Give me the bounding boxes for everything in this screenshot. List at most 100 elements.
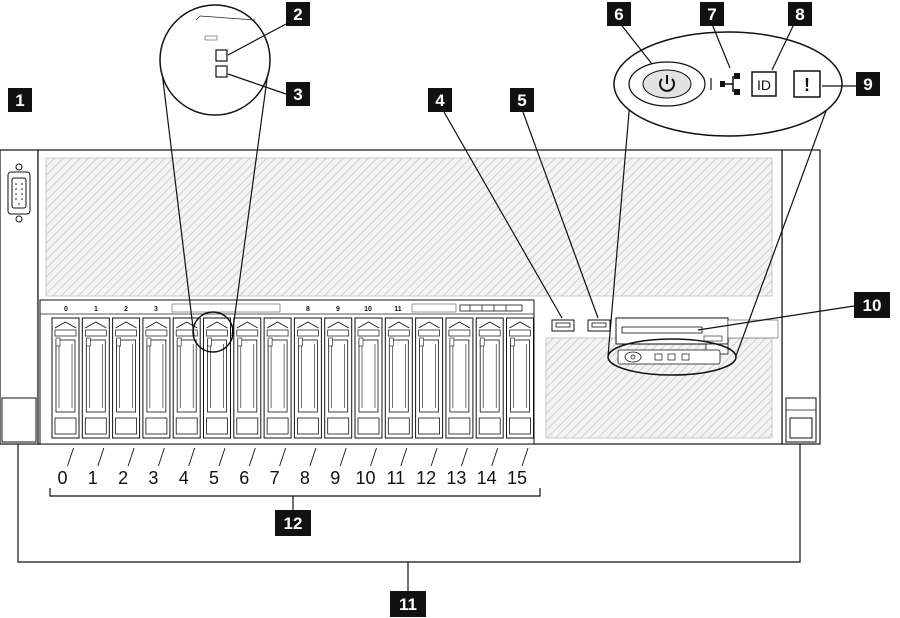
- drive-bay[interactable]: [81, 317, 110, 439]
- bay-leader-line: [460, 447, 468, 467]
- usb-port-right[interactable]: [587, 319, 611, 332]
- backplane-label: 10: [364, 306, 372, 313]
- drive-bay[interactable]: [384, 317, 413, 439]
- drive-bay[interactable]: [51, 317, 80, 439]
- bay-number-label: 1: [88, 468, 98, 488]
- bay-leader-line: [400, 447, 408, 467]
- bay-number-label: 13: [446, 468, 466, 488]
- callout-7: 7: [700, 2, 724, 26]
- callout-9-label: 9: [863, 75, 872, 94]
- system-error-led: !: [793, 70, 821, 98]
- callout-3: 3: [286, 82, 310, 106]
- bay-number-label: 0: [57, 468, 67, 488]
- callout-10-label: 10: [863, 296, 882, 315]
- bay-leader-line: [339, 447, 347, 467]
- callout-2: 2: [286, 2, 310, 26]
- leader-lines: [17, 21, 856, 591]
- drive-bay[interactable]: [172, 317, 201, 439]
- callout-4: 4: [428, 88, 452, 112]
- callout-5: 5: [510, 88, 534, 112]
- callout-12-label: 12: [284, 514, 303, 533]
- bay-number-label: 6: [239, 468, 249, 488]
- drive-status-led: [215, 65, 228, 78]
- callout-11-label: 11: [399, 595, 417, 614]
- chassis: 0 1 2 3 8 9 10 11: [0, 149, 821, 445]
- drive-bay[interactable]: [263, 317, 292, 439]
- usb-port-left[interactable]: [551, 319, 575, 332]
- drive-bay[interactable]: [293, 317, 322, 439]
- bay-number-label: 2: [118, 468, 128, 488]
- drive-bay[interactable]: [475, 317, 504, 439]
- id-button[interactable]: ID: [751, 71, 777, 97]
- bay-leader-line: [127, 447, 135, 467]
- callout-10: 10: [854, 292, 890, 318]
- callout-6: 6: [607, 2, 631, 26]
- backplane-label: 3: [154, 306, 158, 313]
- callout-12: 12: [275, 510, 311, 536]
- vga-connector: [7, 163, 31, 223]
- power-button[interactable]: [628, 61, 706, 107]
- drive-bay[interactable]: [203, 317, 231, 439]
- backplane-label: 8: [306, 306, 310, 313]
- callout-4-label: 4: [435, 91, 445, 110]
- drive-bay[interactable]: [112, 317, 141, 439]
- callout-8-label: 8: [795, 5, 804, 24]
- bay-leader-line: [97, 447, 105, 467]
- drive-led-zoom: [159, 4, 271, 353]
- bay-leader-line: [188, 447, 196, 467]
- bay-number-label: 14: [477, 468, 497, 488]
- bay-number-label: 4: [179, 468, 189, 488]
- system-error-icon: !: [804, 75, 810, 95]
- bay-leader-line: [370, 447, 377, 467]
- bay-number-label: 12: [416, 468, 436, 488]
- callout-3-label: 3: [293, 85, 302, 104]
- top-vent-panel: [45, 157, 773, 297]
- drive-activity-led: [215, 49, 228, 62]
- drive-bay[interactable]: [506, 317, 534, 439]
- backplane-labels: 0 1 2 3 8 9 10 11: [64, 306, 402, 313]
- bay-leader-line: [157, 447, 165, 467]
- bay-number-label: 5: [209, 468, 219, 488]
- bay-number-label: 10: [355, 468, 375, 488]
- power-icon: [659, 75, 675, 92]
- left-latch: [1, 397, 37, 443]
- drive-bay[interactable]: [142, 317, 171, 439]
- network-activity-icon: [720, 73, 740, 95]
- right-rack-handle: [781, 149, 821, 445]
- backplane-label: 0: [64, 306, 68, 313]
- drive-bay[interactable]: [324, 317, 353, 439]
- drive-bay[interactable]: [233, 317, 262, 439]
- bay-number-label: 7: [270, 468, 280, 488]
- bay-number-label: 3: [148, 468, 158, 488]
- optical-drive[interactable]: [615, 317, 729, 345]
- callout-8: 8: [788, 2, 812, 26]
- bay-leader-line: [521, 447, 529, 467]
- bay-leader-line: [491, 447, 499, 467]
- callout-9: 9: [856, 72, 880, 96]
- bay-number-label: 9: [330, 468, 340, 488]
- callout-6-label: 6: [614, 5, 623, 24]
- bay-leader-line: [218, 447, 226, 467]
- callout-1-label: 1: [15, 91, 24, 110]
- bay-leader-line: [279, 447, 287, 467]
- operator-panel-zoom: ID !: [607, 31, 843, 376]
- bay-leader-line: [67, 447, 74, 467]
- drive-bays: [51, 317, 534, 439]
- operator-panel-small: [617, 349, 721, 365]
- callout-2-label: 2: [293, 5, 302, 24]
- backplane-label: 11: [394, 306, 402, 313]
- drive-bay[interactable]: [354, 317, 383, 439]
- callout-1: 1: [8, 88, 32, 112]
- backplane-label: 1: [94, 306, 98, 313]
- callout-5-label: 5: [517, 91, 526, 110]
- backplane-label: 2: [124, 306, 128, 313]
- drive-bay[interactable]: [415, 317, 444, 439]
- bay-leader-line: [430, 447, 438, 467]
- bay-number-label: 8: [300, 468, 310, 488]
- backplane-label: 9: [336, 306, 340, 313]
- drive-bay[interactable]: [445, 317, 474, 439]
- bay-leader-line: [248, 447, 256, 467]
- bay-number-label: 15: [507, 468, 527, 488]
